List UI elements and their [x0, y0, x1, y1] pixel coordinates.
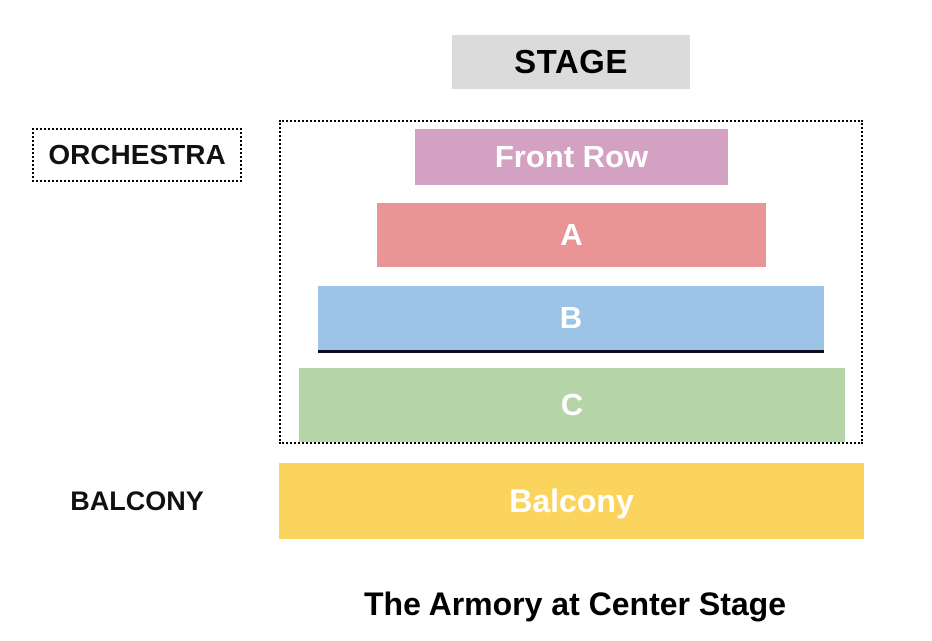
stage-block: STAGE — [452, 35, 690, 89]
chart-title: The Armory at Center Stage — [363, 586, 787, 622]
balcony-section-label: BALCONY — [70, 485, 204, 516]
seat-row-front-row[interactable]: Front Row — [415, 129, 728, 185]
orchestra-section-outline — [279, 120, 863, 444]
orchestra-section-label: ORCHESTRA — [32, 128, 242, 182]
seat-row-b[interactable]: B — [318, 286, 824, 353]
seat-row-c[interactable]: C — [299, 368, 845, 442]
seat-row-a[interactable]: A — [377, 203, 766, 267]
seat-row-balcony[interactable]: Balcony — [279, 463, 864, 539]
